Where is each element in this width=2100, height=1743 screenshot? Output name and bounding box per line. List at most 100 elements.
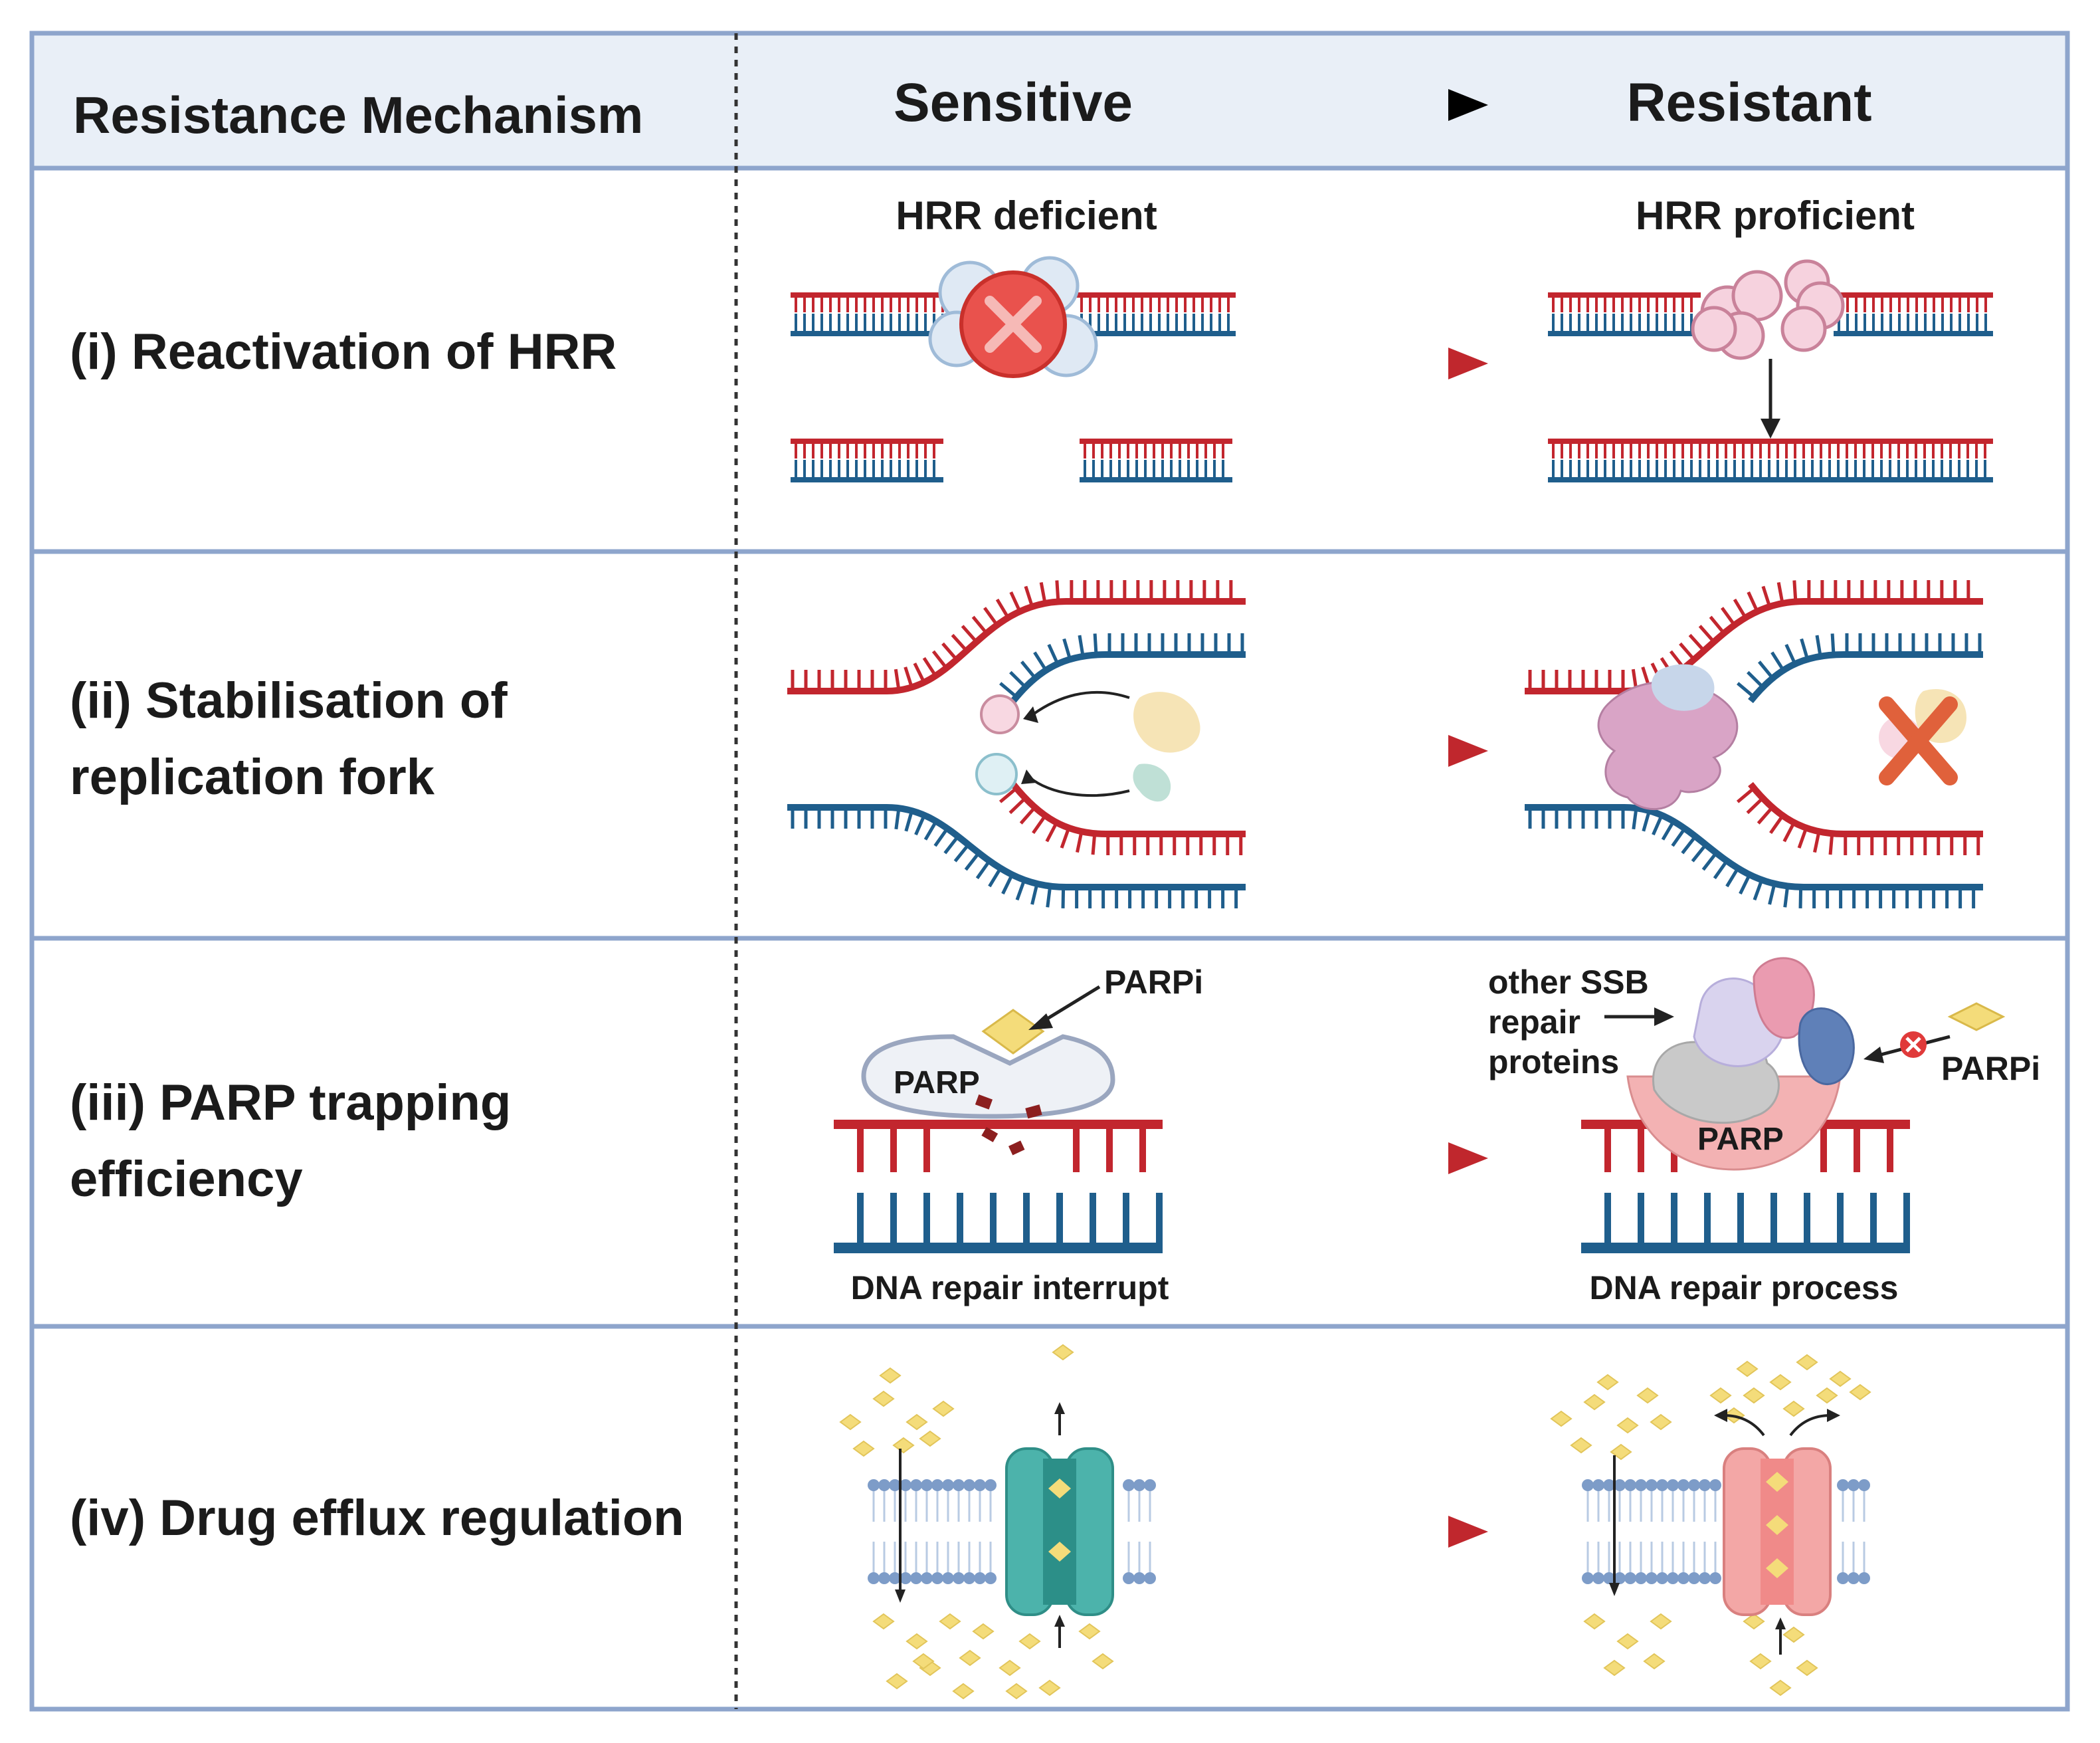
dna-duplex-icon [1834,292,1993,336]
fork-strand-icon [1737,633,1983,704]
drug-molecule-icon [1616,1417,1639,1434]
drug-molecule-icon [919,1430,941,1447]
table-border [29,31,2070,1712]
drug-molecule-icon [872,1390,895,1407]
ssb-dna-sensitive-icon [834,1120,1163,1253]
drug-molecule-icon [906,1633,928,1650]
lipid-bilayer-icon [1582,1479,1870,1584]
drug-molecule-icon [939,1613,961,1630]
drug-molecule-icon [879,1367,902,1384]
parp-label: PARP [894,1065,980,1100]
proteins-label-line-2: repair [1488,1003,1580,1041]
membrane-layer [868,1479,1870,1584]
mechanism-header: Resistance Mechanism [73,86,643,144]
drug-molecule-icon [1583,1393,1606,1411]
dna-duplex-icon [1080,439,1232,482]
drug-molecule-icon [839,1413,862,1431]
hrr-proficient-caption: HRR proficient [1636,193,1915,238]
drug-molecule-icon [1018,1633,1041,1650]
ssb-repair-complex-icon [1626,957,1855,1171]
dna-duplex-icon [1076,292,1236,336]
transition-arrow [1276,1142,1488,1174]
recruitment-arrow-icon [1604,1007,1674,1026]
dna-duplex-icon [1548,439,1993,482]
dna-repair-process-caption: DNA repair process [1590,1269,1899,1306]
fork-remodeler-protein-icon [975,690,1200,802]
blocked-remodeler-icon [1879,688,1966,785]
dna-strands-layer [791,292,1993,482]
drug-molecule-icon [1078,1623,1101,1640]
drug-molecule-icon [1005,1683,1028,1700]
drug-molecule-icon [1782,1400,1805,1417]
drug-molecules-layer [839,1344,1871,1700]
drug-molecule-icon [1038,1679,1061,1696]
row-4-label: (iv) Drug efflux regulation [70,1490,684,1546]
drug-molecule-icon [1052,1344,1074,1361]
dna-duplex-icon [791,292,950,336]
dna-base-row [857,1193,1163,1243]
drug-molecule-icon [1743,1613,1765,1630]
row-3-label-line-2: efficiency [70,1151,303,1207]
drug-molecule-icon [1596,1374,1619,1391]
dna-duplex-icon [791,439,943,482]
fork-strand-icon [999,781,1246,855]
efflux-pump-teal-icon [1005,1402,1114,1648]
drug-molecule-icon [1643,1653,1666,1670]
row-1-label: (i) Reactivation of HRR [70,324,617,380]
drug-molecule-icon [1570,1437,1592,1454]
fork-strand-icon [999,633,1246,704]
drug-molecule-icon [1616,1633,1639,1650]
drug-molecule-icon [1550,1410,1573,1427]
row-labels: (i) Reactivation of HRR (ii) Stabilisati… [70,324,684,1546]
drug-molecule-icon [1849,1384,1871,1401]
drug-molecule-icon [1782,1626,1805,1643]
hrr-deficient-caption: HRR deficient [896,193,1157,238]
drug-molecule-icon [1769,1374,1792,1391]
drug-molecule-icon [1709,1387,1732,1404]
parp-label-resistant: PARP [1697,1122,1784,1157]
transition-arrow [1276,348,1488,379]
replication-fork-diagrams [787,580,1983,908]
repair-arrow-icon [1761,359,1780,439]
row-2-label-line-2: replication fork [70,749,435,805]
drug-molecule-icon [952,1683,975,1700]
drug-molecule-icon [1816,1387,1838,1404]
drug-molecule-icon [1743,1387,1765,1404]
drug-molecule-icon [1092,1653,1114,1670]
lipid-bilayer-icon [868,1479,1156,1584]
proteins-label-line-3: proteins [1488,1043,1619,1080]
drug-molecule-icon [912,1653,935,1670]
blocked-parpi-icon [1863,1002,2006,1063]
drug-molecule-icon [1636,1387,1659,1404]
table-frame [29,31,2070,1712]
dna-duplex-icon [1548,292,1701,336]
drug-molecule-icon [892,1437,915,1454]
drug-molecule-icon [1829,1370,1852,1387]
transition-arrow [1276,735,1488,767]
drug-molecule-icon [959,1649,981,1667]
drug-molecule-icon [1796,1659,1818,1677]
proteins-label-line-1: other SSB [1488,964,1649,1001]
fork-strand-icon [787,804,1246,908]
drug-molecule-icon [872,1613,895,1630]
drug-molecule-icon [1736,1360,1759,1378]
drug-molecule-icon [906,1413,928,1431]
drug-molecule-icon [1583,1613,1606,1630]
efflux-pump-pink-icon [1714,1409,1840,1655]
fork-strand-icon [1525,804,1983,908]
drug-molecule-icon [932,1400,955,1417]
drug-molecule-icon [1796,1354,1818,1371]
header-dotted-arrow [1276,89,1488,121]
fork-protection-complex-icon [1597,664,1739,811]
drug-molecule-icon [1749,1653,1772,1670]
influx-arrow-icon [1609,1455,1620,1596]
dna-repair-interrupt-caption: DNA repair interrupt [851,1269,1169,1306]
fork-strand-icon [1736,781,1983,855]
drug-molecule-icon [886,1673,908,1690]
active-hrr-complex-icon [1691,259,1845,360]
drug-molecule-icon [1650,1613,1672,1630]
drug-molecule-icon [1610,1443,1632,1461]
row-3-label-line-1: (iii) PARP trapping [70,1075,511,1131]
header-background [32,33,2067,168]
